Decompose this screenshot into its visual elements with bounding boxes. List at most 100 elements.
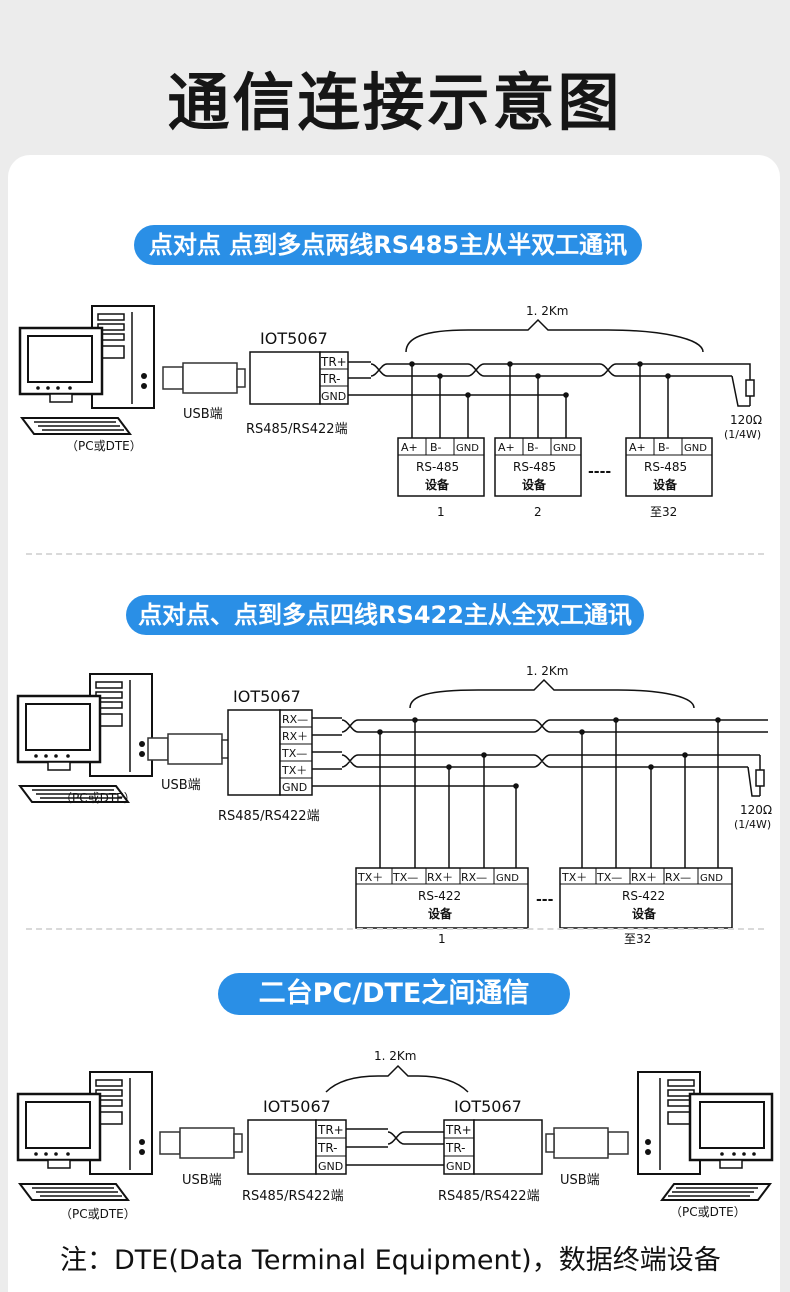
converter-right-name: IOT5067 (454, 1097, 522, 1116)
device-type: RS-485 (644, 460, 687, 474)
pin-tx-minus: TX— (281, 747, 307, 760)
device-number: 2 (534, 505, 542, 519)
pin-gnd: GND (321, 390, 346, 403)
section1-heading: 点对点 点到多点两线RS485主从半双工通讯 (134, 225, 642, 265)
left-pin-tr-plus: TR+ (317, 1123, 344, 1137)
section-divider (26, 553, 764, 555)
device-pin-rx-minus: RX— (461, 871, 487, 884)
left-pin-tr-minus: TR- (317, 1141, 338, 1155)
terminator-resistor-icon (745, 369, 755, 407)
converter-name: IOT5067 (233, 687, 301, 706)
content-card: 点对点 点到多点两线RS485主从半双工通讯 （PC或DTE） USB端 IOT… (8, 155, 780, 1292)
pc-to-pc-diagram: （PC或DTE） USB端 IOT5067 TR+ TR- GND RS485/… (16, 1049, 774, 1221)
converter-name: IOT5067 (260, 329, 328, 348)
device-pin-tx-minus: TX— (596, 871, 622, 884)
rs485-device-2: A+ B- GND RS-485 设备 2 (494, 437, 582, 519)
converter-left-name: IOT5067 (263, 1097, 331, 1116)
converter-left-port-label: RS485/RS422端 (242, 1189, 344, 1204)
right-pin-tr-minus: TR- (445, 1141, 466, 1155)
section2-heading: 点对点、点到多点四线RS422主从全双工通讯 (126, 595, 644, 635)
pc-icon (16, 672, 154, 804)
device-word: 设备 (653, 477, 678, 492)
converter-pin-block (279, 709, 313, 796)
device-pin-tx-plus: TX＋ (561, 871, 587, 884)
device-word: 设备 (632, 906, 657, 921)
usb-plug-right-icon (545, 1127, 629, 1159)
device-pin-tx-minus: TX— (392, 871, 418, 884)
pin-gnd: GND (282, 781, 307, 794)
device-type: RS-485 (416, 460, 459, 474)
usb-plug-icon (162, 362, 246, 394)
distance-brace (405, 318, 704, 353)
pin-rx-minus: RX— (282, 713, 308, 726)
pin-tr-minus: TR- (320, 372, 341, 386)
pc-label-left: （PC或DTE） (60, 1207, 136, 1221)
pc-label-right: （PC或DTE） (670, 1205, 746, 1219)
distance-brace (325, 1064, 469, 1093)
footnote: 注：DTE(Data Terminal Equipment)，数据终端设备 (60, 1245, 721, 1276)
usb-plug-icon (147, 733, 231, 765)
device-number: 1 (437, 505, 445, 519)
ellipsis: ---- (588, 464, 611, 480)
rs485-device-1: A+ B- GND RS-485 设备 1 (397, 437, 485, 519)
rs485-diagram: （PC或DTE） USB端 IOT5067 TR+ TR- GND RS485/… (18, 304, 762, 519)
device-pin-gnd: GND (684, 443, 707, 454)
converter-box (227, 709, 281, 796)
device-pin-rx-plus: RX＋ (631, 871, 657, 884)
rs422-diagram: （PC或DTE） USB端 IOT5067 RX— RX＋ TX— TX＋ GN… (16, 664, 772, 946)
resistor-power: (1/4W) (724, 428, 761, 441)
device-type: RS-485 (513, 460, 556, 474)
usb-label: USB端 (183, 407, 223, 422)
pc-right-icon (636, 1070, 774, 1202)
device-pin-gnd: GND (553, 443, 576, 454)
device-pin-b: B- (658, 441, 670, 454)
device-number: 1 (438, 932, 446, 946)
usb-label-left: USB端 (182, 1173, 222, 1188)
converter-port-label: RS485/RS422端 (246, 422, 348, 437)
device-pin-tx-plus: TX＋ (357, 871, 383, 884)
pin-tr-plus: TR+ (320, 355, 347, 369)
device-pin-rx-plus: RX＋ (427, 871, 453, 884)
right-pin-tr-plus: TR+ (445, 1123, 472, 1137)
right-pin-gnd: GND (446, 1160, 471, 1173)
device-pin-gnd: GND (456, 443, 479, 454)
converter-box (249, 351, 321, 405)
device-pin-gnd: GND (496, 873, 519, 884)
pc-icon (18, 304, 156, 436)
ellipsis: --- (536, 892, 554, 908)
device-type: RS-422 (418, 889, 461, 903)
page-title: 通信连接示意图 (167, 66, 623, 139)
rs485-device-32: A+ B- GND RS-485 设备 至32 (625, 437, 713, 519)
usb-label-right: USB端 (560, 1173, 600, 1188)
section-divider (26, 928, 764, 930)
device-pin-rx-minus: RX— (665, 871, 691, 884)
rs422-device-1: TX＋ TX— RX＋ RX— GND RS-422 设备 1 (355, 867, 529, 946)
converter-right-box (473, 1119, 543, 1175)
device-word: 设备 (428, 906, 453, 921)
distance-label: 1. 2Km (526, 664, 568, 678)
device-pin-gnd: GND (700, 873, 723, 884)
converter-left-box (247, 1119, 317, 1175)
pc-left-icon (16, 1070, 154, 1202)
pin-rx-plus: RX＋ (282, 730, 308, 743)
pc-label: （PC或DTE） (60, 791, 136, 805)
converter-port-label: RS485/RS422端 (218, 809, 320, 824)
device-number: 至32 (624, 932, 651, 946)
resistor-value: 120Ω (730, 413, 762, 427)
device-word: 设备 (522, 477, 547, 492)
device-word: 设备 (425, 477, 450, 492)
distance-label: 1. 2Km (526, 304, 568, 318)
usb-label: USB端 (161, 778, 201, 793)
device-pin-b: B- (527, 441, 539, 454)
rs422-device-32: TX＋ TX— RX＋ RX— GND RS-422 设备 至32 (559, 867, 733, 946)
terminator-resistor-icon (755, 759, 765, 797)
device-pin-a: A+ (401, 441, 418, 454)
resistor-value: 120Ω (740, 803, 772, 817)
device-type: RS-422 (622, 889, 665, 903)
device-pin-b: B- (430, 441, 442, 454)
resistor-power: (1/4W) (734, 818, 771, 831)
device-pin-a: A+ (629, 441, 646, 454)
pin-tx-plus: TX＋ (281, 764, 307, 777)
left-pin-gnd: GND (318, 1160, 343, 1173)
device-pin-a: A+ (498, 441, 515, 454)
